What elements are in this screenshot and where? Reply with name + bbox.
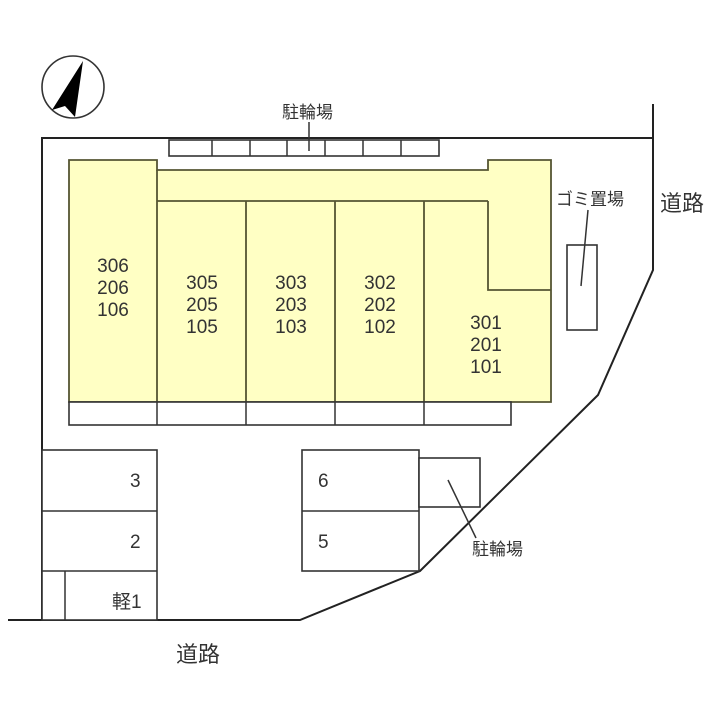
svg-text:303: 303 — [275, 273, 307, 294]
parking-space-kei-1: 軽1 — [112, 591, 142, 613]
parking-right: 6 5 — [301, 449, 420, 572]
garbage-area: ゴミ置場 — [556, 189, 624, 331]
bicycle-parking-bottom-label: 駐輪場 — [472, 540, 523, 560]
unit-301: 301 201 101 — [470, 313, 502, 378]
svg-text:302: 302 — [364, 273, 396, 294]
parking-space-6: 6 — [318, 471, 329, 492]
north-arrow-icon — [41, 55, 105, 119]
garbage-area-label: ゴミ置場 — [556, 189, 624, 210]
svg-text:305: 305 — [186, 273, 218, 294]
parking-space-2: 2 — [130, 532, 141, 553]
parking-space-5: 5 — [318, 532, 329, 553]
unit-302: 302 202 102 — [364, 273, 396, 338]
building: 306 206 106 305 205 105 303 203 103 302 … — [68, 159, 552, 426]
bicycle-parking-top-label: 駐輪場 — [282, 103, 333, 123]
road-east-label: 道路 — [660, 192, 704, 217]
bicycle-parking-bottom: 駐輪場 — [418, 457, 523, 560]
parking-space-3: 3 — [130, 471, 141, 492]
road-south-label: 道路 — [176, 643, 220, 668]
bicycle-parking-top: 駐輪場 — [168, 103, 440, 157]
svg-text:201: 201 — [470, 335, 502, 356]
unit-303: 303 203 103 — [275, 273, 307, 338]
svg-text:102: 102 — [364, 317, 396, 338]
svg-text:106: 106 — [97, 300, 129, 321]
svg-text:202: 202 — [364, 295, 396, 316]
parking-left: 3 2 軽1 — [41, 449, 158, 621]
svg-text:306: 306 — [97, 256, 129, 277]
unit-305: 305 205 105 — [186, 273, 218, 338]
svg-text:301: 301 — [470, 313, 502, 334]
svg-text:101: 101 — [470, 357, 502, 378]
svg-text:205: 205 — [186, 295, 218, 316]
unit-306: 306 206 106 — [97, 256, 129, 321]
svg-text:105: 105 — [186, 317, 218, 338]
svg-text:203: 203 — [275, 295, 307, 316]
svg-text:206: 206 — [97, 278, 129, 299]
svg-text:103: 103 — [275, 317, 307, 338]
